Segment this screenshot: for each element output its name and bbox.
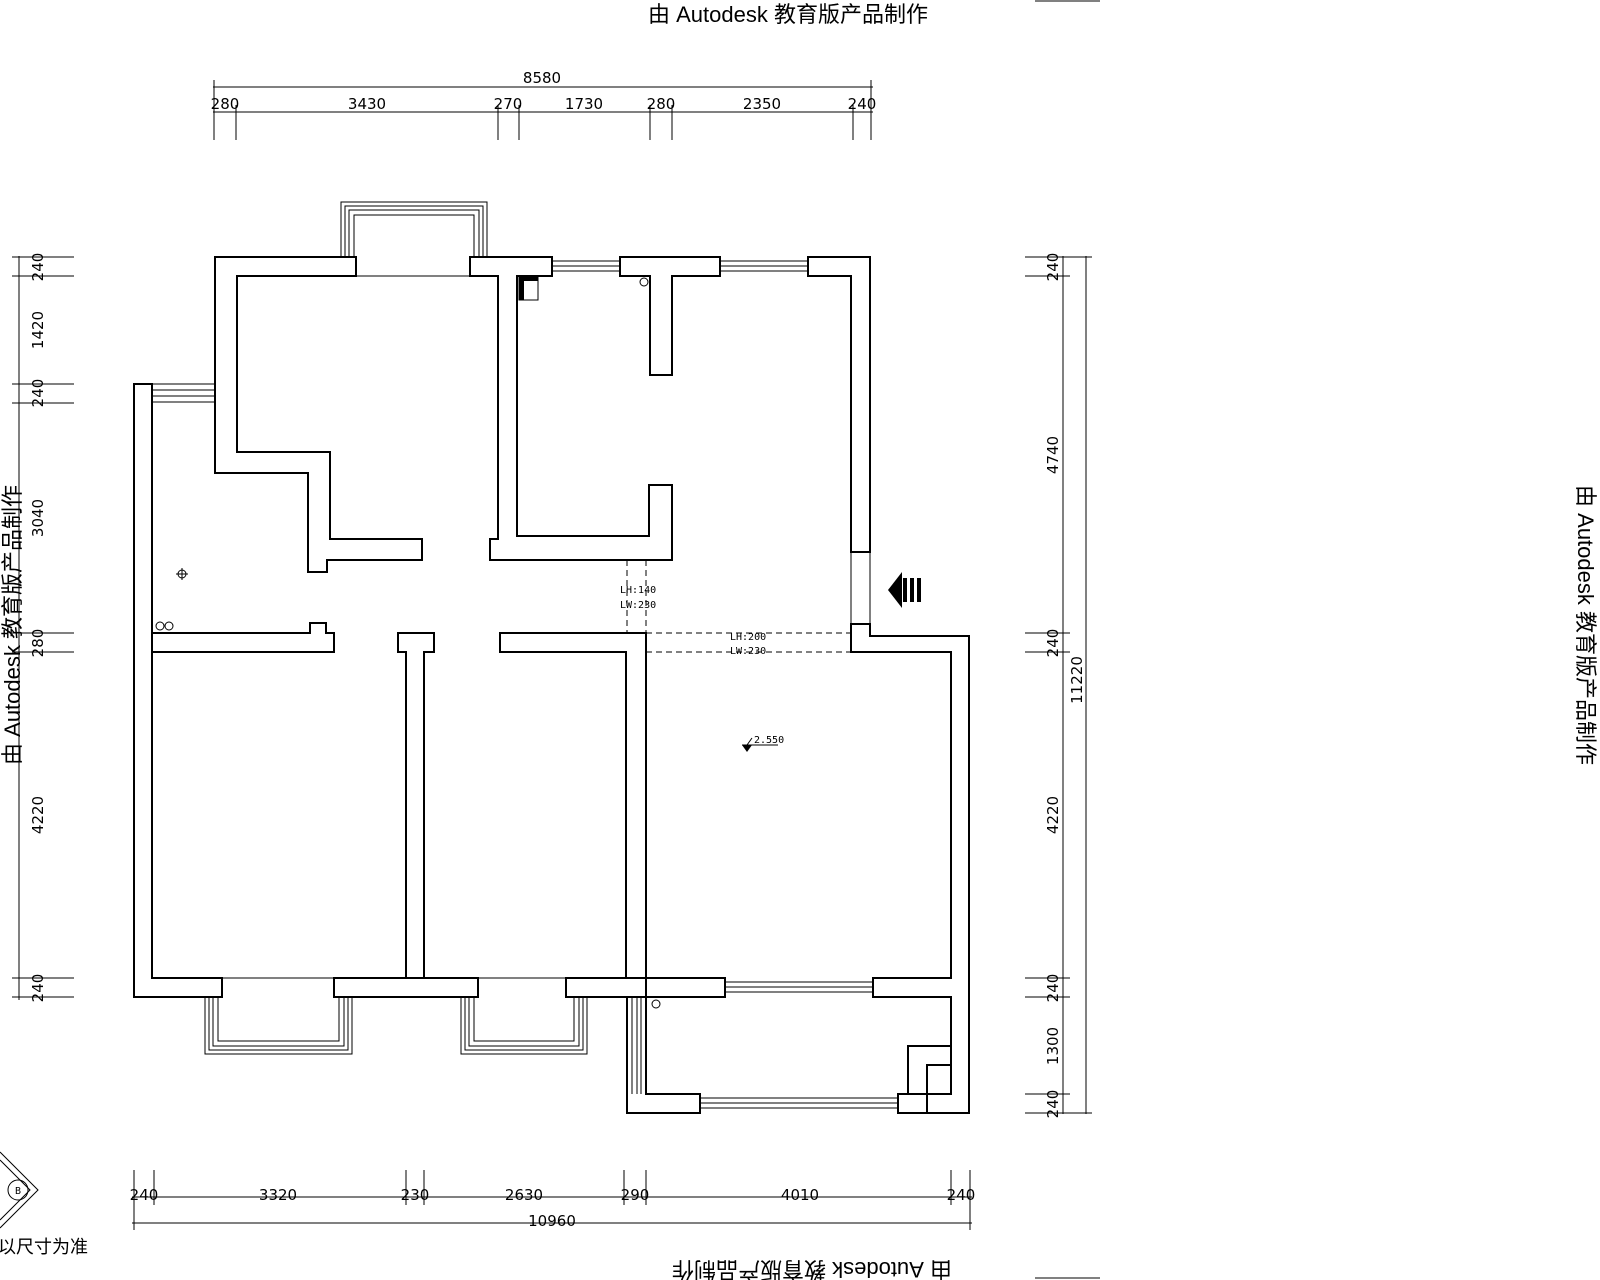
opening2-lh-label: LH:200: [730, 632, 766, 643]
left-seg-1: 1420: [29, 311, 47, 349]
wall-balcony: [626, 996, 701, 1114]
bottom-seg-3: 2630: [505, 1186, 543, 1204]
top-bay-window: [340, 201, 488, 277]
floor-drain-icon: [176, 568, 188, 580]
right-total-label: 11220: [1068, 656, 1086, 704]
opening1-lw-label: LW:230: [620, 600, 656, 611]
bottom-left-bay-window: [204, 977, 353, 1055]
right-seg-1: 4740: [1044, 436, 1062, 474]
wall-t-partition: [619, 256, 721, 376]
right-seg-5: 1300: [1044, 1027, 1062, 1065]
left-seg-3: 3040: [29, 499, 47, 537]
opening1-lh-label: LH:140: [620, 585, 656, 596]
left-window: [152, 383, 215, 403]
watermark-bottom: 由 Autodesk 教育版产品制作: [672, 1257, 952, 1280]
corner-shaft: [518, 275, 539, 301]
bottom-dimension-chain: 240 3320 230 2630 290 4010 240 10960: [130, 1170, 976, 1230]
wall-mid-left: [151, 622, 335, 653]
compass-icon: B: [0, 1151, 39, 1229]
bottom-seg-0: 240: [130, 1186, 159, 1204]
right-dimension-chain: 240 4740 240 4220 240 1300 240 11220: [1025, 253, 1092, 1119]
watermark-left: 由 Autodesk 教育版产品制作: [0, 485, 25, 765]
bottom-seg-1: 3320: [259, 1186, 297, 1204]
bottom-center-bay-window: [460, 977, 588, 1055]
right-seg-2: 240: [1044, 629, 1062, 658]
top-seg-3: 1730: [565, 95, 603, 113]
right-seg-4: 240: [1044, 974, 1062, 1003]
top-seg-1: 3430: [348, 95, 386, 113]
top-window-right: [720, 260, 808, 272]
right-seg-6: 240: [1044, 1090, 1062, 1119]
opening2-lw-label: LW:230: [730, 646, 766, 657]
left-seg-2: 240: [29, 379, 47, 408]
top-total-label: 8580: [523, 69, 561, 87]
wall-mid-center-post: [397, 632, 435, 979]
wall-balcony-step: [897, 1045, 952, 1114]
pipe-circle-4: [651, 999, 661, 1009]
level-marker: 2.550: [742, 735, 784, 752]
watermark-right: 由 Autodesk 教育版产品制作: [1573, 485, 1598, 765]
top-seg-0: 280: [211, 95, 240, 113]
top-dimension-chain: 8580 280 3430 270 1730 280 2350 240: [211, 69, 877, 140]
pipe-circle-1: [639, 277, 649, 287]
top-seg-6: 240: [848, 95, 877, 113]
top-seg-5: 2350: [743, 95, 781, 113]
right-seg-3: 4220: [1044, 796, 1062, 834]
top-seg-2: 270: [494, 95, 523, 113]
top-window-center: [552, 260, 620, 272]
wall-bottom-center: [565, 977, 647, 998]
wall-mid-right: [499, 632, 647, 979]
right-seg-0: 240: [1044, 253, 1062, 282]
entry-arrow-icon: [888, 572, 921, 608]
level-label: 2.550: [754, 735, 784, 746]
watermark-top: 由 Autodesk 教育版产品制作: [648, 2, 928, 27]
legend-note: 以尺寸为准: [0, 1237, 88, 1257]
pipe-circle-3: [164, 621, 174, 631]
compass-letter: B: [15, 1186, 21, 1197]
left-dimension-chain: 240 1420 240 3040 280 4220 240: [12, 253, 74, 1003]
wall-top-center: [469, 256, 673, 561]
bottom-window-right: [725, 981, 873, 993]
wall-left-outer: [133, 383, 223, 998]
wall-right-upper: [807, 256, 871, 553]
wall-bottom-right: [645, 977, 726, 998]
bottom-seg-4: 290: [621, 1186, 650, 1204]
left-seg-0: 240: [29, 253, 47, 282]
top-seg-4: 280: [647, 95, 676, 113]
balcony-bottom-window: [700, 1097, 898, 1109]
bottom-seg-5: 4010: [781, 1186, 819, 1204]
pipe-circle-2: [155, 621, 165, 631]
balcony-side-window: [631, 997, 642, 1094]
left-seg-6: 240: [29, 974, 47, 1003]
wall-right-lower: [850, 623, 970, 1114]
left-seg-5: 4220: [29, 796, 47, 834]
walls: [133, 201, 970, 1114]
bottom-seg-2: 230: [401, 1186, 430, 1204]
wall-bottom-left: [333, 977, 479, 998]
left-seg-4: 280: [29, 629, 47, 658]
bottom-seg-6: 240: [947, 1186, 976, 1204]
wall-top-left-room: [214, 256, 423, 573]
bottom-total-label: 10960: [528, 1212, 576, 1230]
